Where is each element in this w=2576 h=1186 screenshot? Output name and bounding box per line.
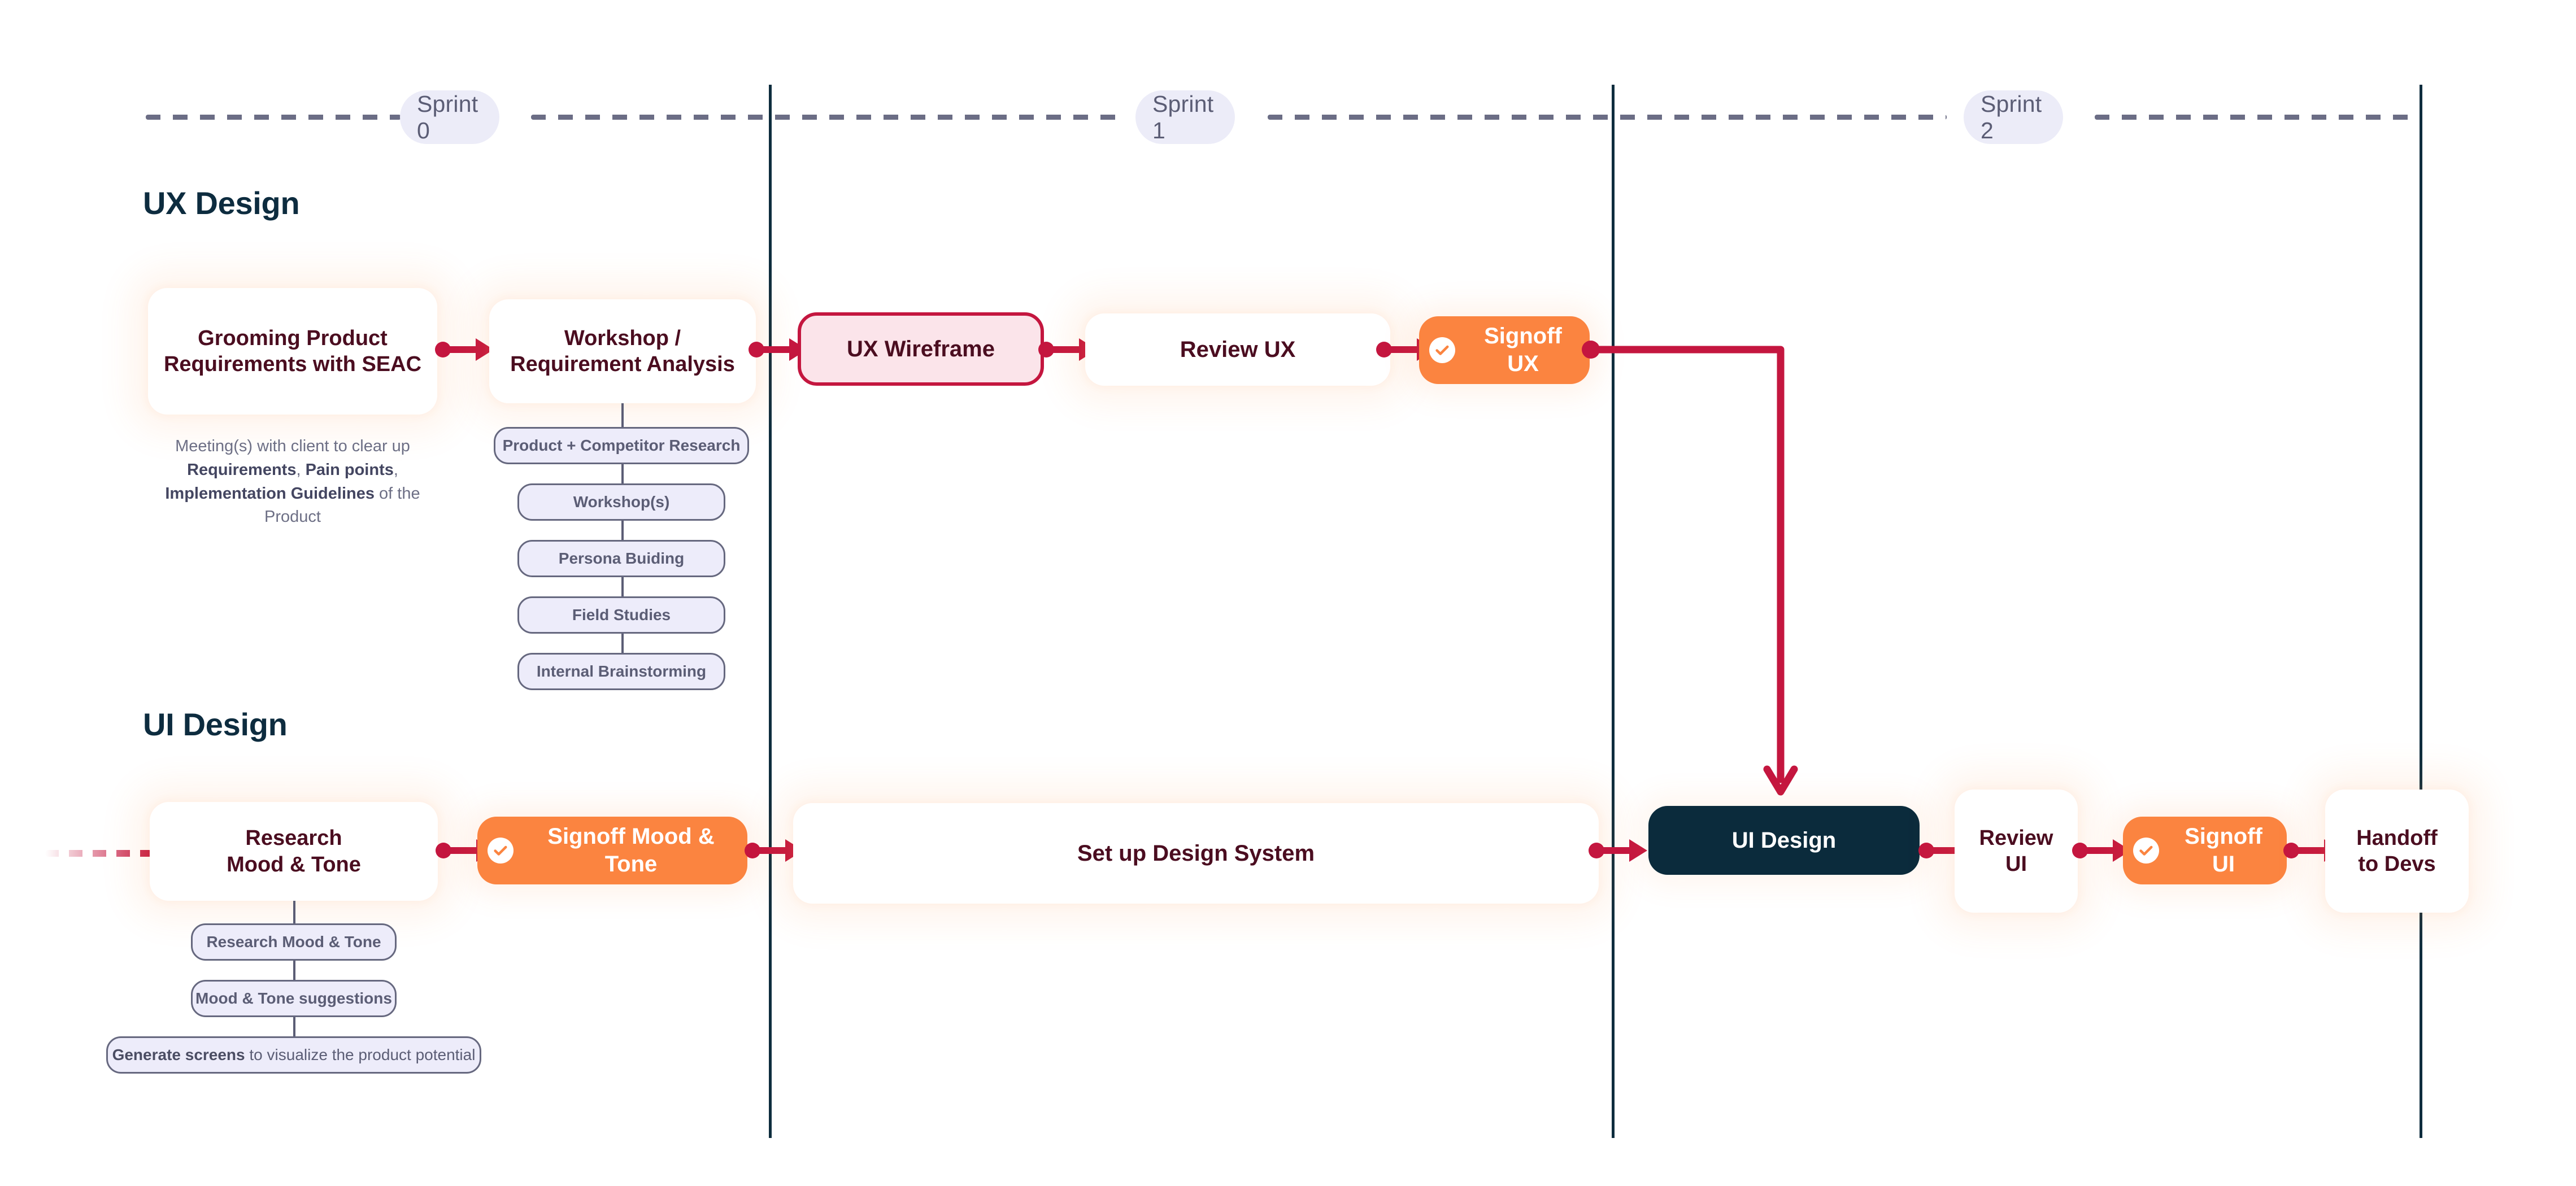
subitem-label: Internal Brainstorming [536, 662, 707, 680]
research-subitem-0[interactable]: Research Mood & Tone [191, 923, 397, 961]
card-label: Signoff UX [1484, 324, 1562, 376]
caption-line-1: Meeting(s) with client to clear up [175, 437, 410, 455]
signoff-content: Signoff Mood & Tone [488, 823, 737, 878]
research-stem-1 [293, 961, 295, 980]
card-grooming-product-requirements[interactable]: Grooming Product Requirements with SEAC [148, 288, 437, 415]
card-label-line-2: Mood & Tone [227, 852, 361, 877]
sprint-chip-2[interactable]: Sprint 2 [1964, 90, 2063, 144]
check-circle-icon [488, 838, 514, 864]
sprint-chip-label: Sprint 2 [1981, 90, 2042, 143]
workshop-subitem-0[interactable]: Product + Competitor Research [494, 427, 749, 464]
arrow-review-ui-to-signoff-ui [2072, 835, 2134, 866]
subitem-label: Workshop(s) [573, 493, 670, 511]
subitem-label-bold: Generate screens [112, 1046, 245, 1063]
card-label-line-1: Handoff [2356, 826, 2438, 850]
timeline-dash-segment-2 [1268, 115, 1947, 120]
incoming-dashed-line [45, 850, 153, 857]
card-signoff-mood-and-tone[interactable]: Signoff Mood & Tone [477, 817, 747, 884]
signoff-content: Signoff UI [2133, 823, 2277, 878]
research-stem-2 [293, 1017, 295, 1036]
card-label-line-2: Requirement Analysis [510, 352, 735, 376]
card-label: UX Wireframe [847, 336, 995, 361]
card-label: Workshop / Requirement Analysis [510, 325, 735, 378]
card-label: Grooming Product Requirements with SEAC [163, 326, 422, 376]
workshop-subitem-2[interactable]: Persona Buiding [517, 540, 725, 577]
caption-bold-pain-points: Pain points [305, 460, 394, 479]
card-review-ui[interactable]: Review UI [1955, 790, 2078, 913]
subitem-label: Generate screens to visualize the produc… [112, 1046, 476, 1064]
caption-bold-requirements: Requirements [187, 460, 297, 479]
subitem-label: Mood & Tone suggestions [195, 989, 392, 1007]
connector-signoff-ux-to-ui-design [1582, 333, 1819, 813]
subitem-label: Field Studies [572, 606, 671, 623]
card-ux-wireframe[interactable]: UX Wireframe [798, 312, 1044, 386]
subitem-label-rest: to visualize the product potential [245, 1046, 476, 1063]
card-label-line-1: Review [1979, 826, 2053, 850]
card-label: Review UI [1979, 825, 2053, 878]
card-label: UI Design [1731, 827, 1837, 853]
card-label: Set up Design System [1077, 840, 1315, 866]
card-label: Signoff UI [2185, 824, 2262, 877]
workshop-stem-4 [621, 634, 624, 653]
caption-bold-implementation-guidelines: Implementation Guidelines [165, 484, 375, 503]
card-workshop-requirement-analysis[interactable]: Workshop / Requirement Analysis [489, 299, 756, 403]
subitem-label: Research Mood & Tone [206, 933, 381, 950]
card-review-ux[interactable]: Review UX [1085, 313, 1390, 386]
subitem-label: Persona Buiding [558, 550, 685, 567]
workshop-subitem-1[interactable]: Workshop(s) [517, 483, 725, 521]
card-label-line-1: Workshop / [564, 326, 681, 350]
section-title-ui: UI Design [143, 707, 288, 742]
timeline-dash-segment-0 [146, 115, 401, 120]
workshop-subitem-4[interactable]: Internal Brainstorming [517, 653, 725, 690]
section-title-ux: UX Design [143, 185, 300, 221]
card-signoff-ux[interactable]: Signoff UX [1419, 316, 1590, 384]
caption-sep-2: , [393, 460, 398, 479]
workshop-stem-1 [621, 464, 624, 483]
grooming-caption: Meeting(s) with client to clear up Requi… [148, 435, 437, 529]
subitem-label: Product + Competitor Research [502, 437, 741, 454]
signoff-content: Signoff UX [1429, 322, 1579, 378]
card-set-up-design-system[interactable]: Set up Design System [793, 803, 1599, 904]
timeline-dash-segment-3 [2095, 115, 2420, 120]
sprint-divider-0 [769, 85, 772, 1138]
research-subitem-generate-screens[interactable]: Generate screens to visualize the produc… [106, 1036, 481, 1074]
caption-tail: of the Product [264, 484, 420, 526]
sprint-chip-1[interactable]: Sprint 1 [1135, 90, 1235, 144]
workshop-subitem-3[interactable]: Field Studies [517, 596, 725, 634]
sprint-divider-1 [1612, 85, 1615, 1138]
workshop-stem-0 [621, 403, 624, 427]
check-circle-icon [2133, 838, 2159, 864]
card-label-line-1: Research [245, 826, 342, 851]
caption-sep-1: , [296, 460, 306, 479]
check-circle-icon [1429, 337, 1455, 363]
card-label: Review UX [1180, 337, 1296, 362]
card-signoff-ui[interactable]: Signoff UI [2123, 817, 2287, 884]
card-label-line-2: UI [2005, 852, 2027, 876]
card-label: Research Mood & Tone [227, 825, 361, 878]
timeline-header: Sprint 0 Sprint 1 Sprint 2 [0, 0, 2576, 147]
card-label: Handoff to Devs [2356, 825, 2438, 878]
sprint-chip-0[interactable]: Sprint 0 [400, 90, 499, 144]
research-subitem-1[interactable]: Mood & Tone suggestions [191, 980, 397, 1017]
timeline-dash-segment-1 [531, 115, 1119, 120]
card-research-mood-and-tone[interactable]: Research Mood & Tone [150, 802, 438, 901]
research-stem-0 [293, 901, 295, 923]
arrow-design-system-to-ui-design [1589, 835, 1651, 866]
card-label-line-2: to Devs [2358, 852, 2436, 876]
card-label: Signoff Mood & Tone [547, 824, 715, 877]
sprint-chip-label: Sprint 1 [1152, 90, 1214, 143]
workshop-stem-3 [621, 577, 624, 596]
arrow-grooming-to-workshop [435, 334, 497, 365]
sprint-chip-label: Sprint 0 [417, 90, 478, 143]
card-ui-design[interactable]: UI Design [1648, 806, 1920, 875]
workshop-stem-2 [621, 521, 624, 540]
sprint-divider-2 [2420, 85, 2422, 1138]
card-handoff-to-devs[interactable]: Handoff to Devs [2325, 790, 2469, 913]
